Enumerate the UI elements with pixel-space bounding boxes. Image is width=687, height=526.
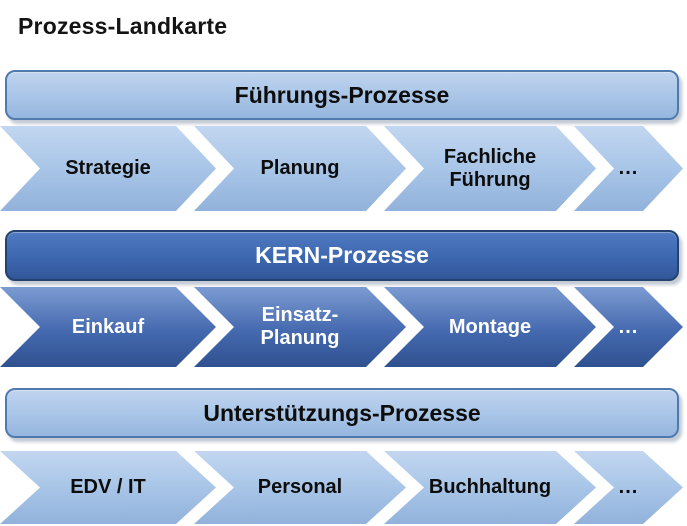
process-row-kern: Einkauf Einsatz-Planung Montage ...: [0, 287, 687, 367]
process-step-label: Einsatz-Planung: [260, 304, 340, 349]
process-step-label: EDV / IT: [70, 476, 146, 498]
process-step-personal: Personal: [194, 451, 406, 524]
process-step-einkauf: Einkauf: [0, 287, 216, 367]
process-step-strategie: Strategie: [0, 126, 216, 211]
band-header-fuehrungs-prozesse: Führungs-Prozesse: [5, 70, 679, 120]
process-step-label: Fachliche Führung: [443, 145, 537, 191]
process-step-label: Strategie: [65, 157, 151, 179]
band-header-kern-prozesse: KERN-Prozesse: [5, 230, 679, 281]
ellipsis-label: ...: [618, 476, 639, 498]
process-row-fuehrungs: Strategie Planung Fachliche Führung ...: [0, 126, 687, 211]
ellipsis-label: ...: [618, 157, 639, 179]
band-header-label: Unterstützungs-Prozesse: [203, 399, 481, 426]
process-step-buchhaltung: Buchhaltung: [384, 451, 596, 524]
process-step-label: Montage: [448, 315, 532, 338]
ellipsis-label: ...: [618, 315, 639, 338]
band-header-label: Führungs-Prozesse: [234, 81, 450, 108]
process-row-unterstuetzung: EDV / IT Personal Buchhaltung ...: [0, 451, 687, 524]
process-step-edv-it: EDV / IT: [0, 451, 216, 524]
process-step-montage: Montage: [384, 287, 596, 367]
process-step-einsatz-planung: Einsatz-Planung: [194, 287, 406, 367]
process-step-planung: Planung: [194, 126, 406, 211]
process-step-label: Planung: [260, 157, 340, 179]
process-step-label: Personal: [257, 476, 343, 498]
band-header-unterstuetzungs-prozesse: Unterstützungs-Prozesse: [5, 388, 679, 438]
process-step-label: Einkauf: [71, 315, 145, 338]
band-header-label: KERN-Prozesse: [255, 242, 429, 268]
process-step-label: Buchhaltung: [428, 476, 552, 498]
process-step-fachliche-fuehrung: Fachliche Führung: [384, 126, 596, 211]
page-title: Prozess-Landkarte: [18, 13, 228, 39]
